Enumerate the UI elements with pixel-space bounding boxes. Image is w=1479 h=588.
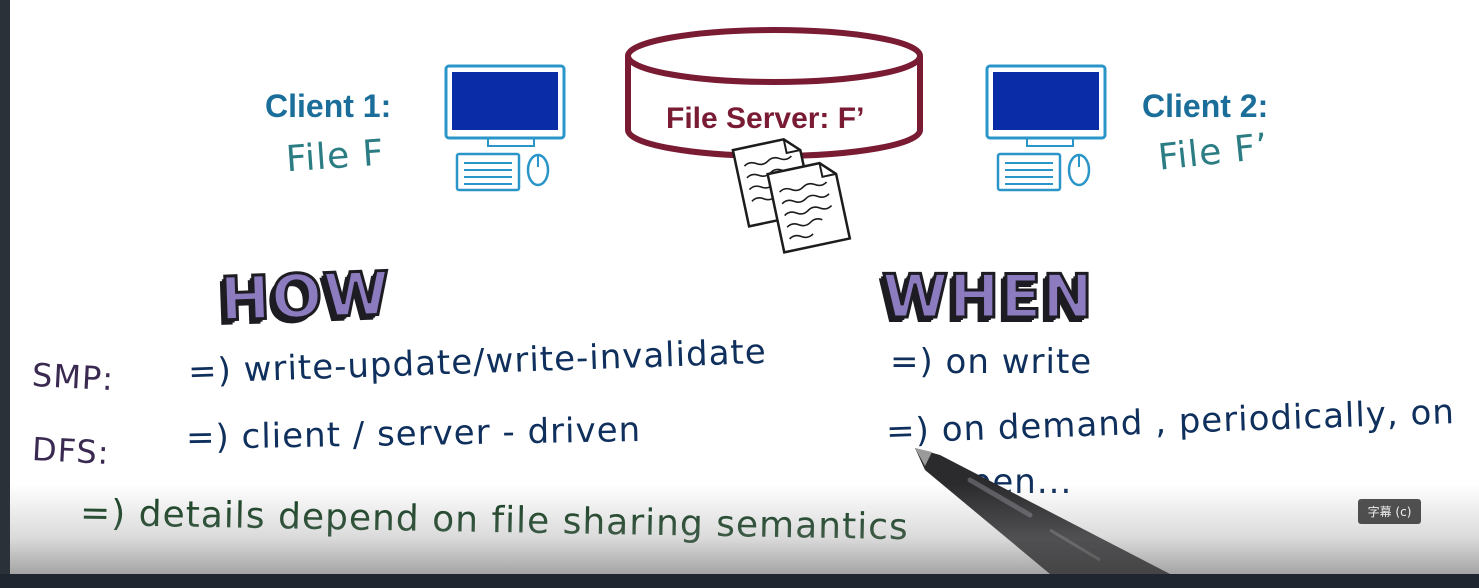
client1-title: Client 1: (265, 88, 392, 124)
captions-button[interactable]: 字幕 (c) (1358, 499, 1421, 524)
client2-title: Client 2: (1142, 88, 1269, 124)
video-frame[interactable]: Client 1: File F Client 2: File F’ File … (10, 0, 1479, 574)
smp-when-text: =) on write (890, 342, 1093, 382)
player-left-edge (0, 0, 10, 574)
player-control-strip (0, 574, 1479, 588)
documents-icon (731, 137, 852, 254)
file-server-label: File Server: F’ (666, 102, 865, 135)
client2-computer-icon (985, 64, 1107, 192)
whiteboard-drawing (444, 27, 1107, 254)
when-heading: WHEN (881, 261, 1095, 334)
pen-icon (915, 448, 1170, 574)
client1-computer-icon (444, 64, 566, 192)
